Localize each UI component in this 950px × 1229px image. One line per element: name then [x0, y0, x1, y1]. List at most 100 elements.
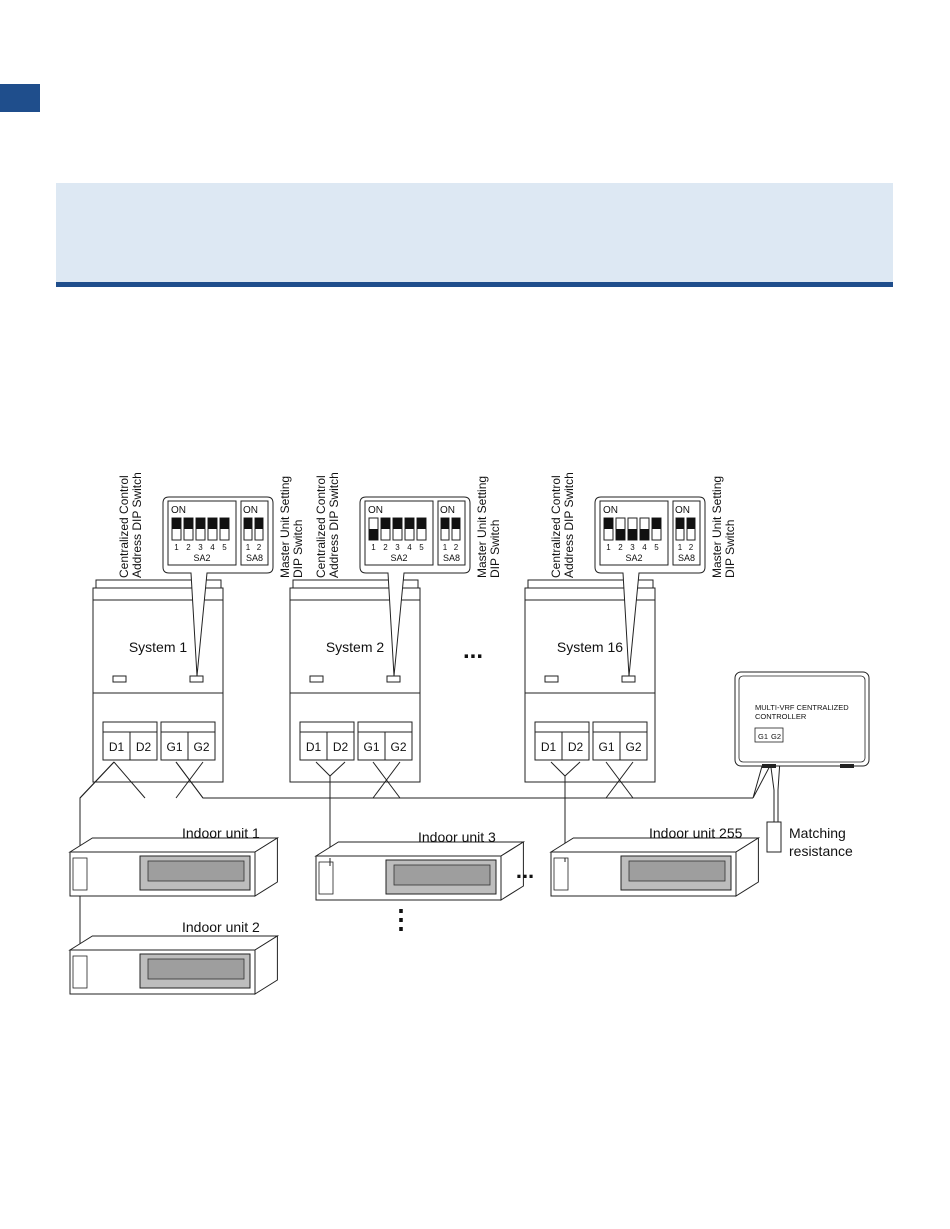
sa8-toggle [676, 518, 684, 529]
indoor-grille-inner [628, 860, 726, 882]
section-tab [0, 84, 40, 112]
terminal-label: D2 [568, 740, 584, 754]
sa2-toggle [172, 518, 181, 529]
sa8-on-label: ON [243, 505, 258, 516]
sa2-name: SA2 [193, 553, 210, 563]
sa2-toggle [208, 518, 217, 529]
sa2-on-label: ON [368, 505, 383, 516]
indoor-label: Indoor unit 2 [182, 919, 260, 935]
centralized-line1: Centralized Control [549, 475, 563, 578]
terminal-block-cover [160, 721, 216, 733]
sa2-number: 4 [407, 543, 412, 552]
sa8-number: 2 [689, 543, 694, 552]
terminal-label: D1 [306, 740, 322, 754]
indoor-connector [318, 861, 334, 895]
indoor-unit-1: Indoor unit 1 [68, 825, 280, 897]
terminal-block-cover [534, 721, 590, 733]
centralized-line2: Address DIP Switch [327, 472, 341, 578]
sa2-number: 4 [642, 543, 647, 552]
indoor-label: Indoor unit 255 [649, 825, 743, 841]
master-line2: DIP Switch [723, 520, 737, 578]
sa8-on-label: ON [675, 505, 690, 516]
sa2-toggle [640, 529, 649, 540]
sa2-toggle [220, 518, 229, 529]
terminal-block-cover [357, 721, 413, 733]
centralized-line1: Centralized Control [314, 475, 328, 578]
centralized-line2: Address DIP Switch [130, 472, 144, 578]
controller-line1: MULTI-VRF CENTRALIZED [755, 703, 849, 712]
terminal-g2 [619, 731, 648, 761]
indicator-led [621, 675, 636, 683]
header-banner [56, 183, 893, 283]
terminal-label: G2 [390, 740, 406, 754]
indoor-connector [553, 857, 569, 891]
sa2-number: 2 [186, 543, 191, 552]
indoor-connector [72, 857, 88, 891]
terminal-block-cover [592, 721, 648, 733]
master-line2: DIP Switch [291, 520, 305, 578]
sa8-name: SA8 [678, 553, 695, 563]
controller-screen [738, 675, 866, 763]
indoor-side [254, 837, 278, 897]
matching-resistor [766, 821, 782, 853]
terminal-label: D2 [136, 740, 152, 754]
indicator-led [189, 675, 204, 683]
sa8-on-label: ON [440, 505, 455, 516]
centralized-controller [734, 671, 870, 767]
sa2-toggle [196, 518, 205, 529]
terminal-label: D1 [541, 740, 557, 754]
sa8-toggle [255, 518, 263, 529]
indoor-unit-3: Indoor unit 3 [314, 829, 526, 901]
sa2-toggle [628, 529, 637, 540]
indoor-connector [72, 955, 88, 989]
terminal-label: G2 [625, 740, 641, 754]
terminal-g2 [187, 731, 216, 761]
unit-top-lip [527, 579, 654, 588]
sa8-name: SA8 [246, 553, 263, 563]
sa8-toggle [687, 518, 695, 529]
system-label: System 2 [326, 639, 385, 655]
sa2-number: 5 [654, 543, 659, 552]
controller-foot [762, 764, 776, 768]
terminal-label: G1 [598, 740, 614, 754]
controller-g1: G1 [758, 732, 768, 741]
indicator-led [112, 675, 127, 683]
sa2-toggle [381, 518, 390, 529]
controller-foot [840, 764, 854, 768]
sa2-toggle [616, 529, 625, 540]
sa8-number: 1 [678, 543, 683, 552]
sa2-number: 4 [210, 543, 215, 552]
sa8-toggle [452, 518, 460, 529]
sa2-toggle [369, 529, 378, 540]
terminal-g2 [384, 731, 413, 761]
sa2-number: 5 [222, 543, 227, 552]
terminal-g1 [160, 731, 189, 761]
master-line1: Master Unit Setting [710, 476, 724, 578]
sa2-number: 1 [606, 543, 611, 552]
sa2-number: 1 [371, 543, 376, 552]
sa8-number: 1 [443, 543, 448, 552]
indicator-led [544, 675, 559, 683]
terminal-label: D1 [109, 740, 125, 754]
indoor-grille-inner [393, 864, 491, 886]
sa2-number: 3 [395, 543, 400, 552]
indoor-side [500, 841, 524, 901]
header-rule [56, 282, 893, 287]
indoor-vertical-dots: ⋮ [388, 904, 414, 934]
sa2-toggle [393, 518, 402, 529]
indicator-led [386, 675, 401, 683]
indoor-label: Indoor unit 1 [182, 825, 260, 841]
system-label: System 16 [557, 639, 623, 655]
indoor-side [735, 837, 759, 897]
systems-ellipsis: ... [463, 637, 483, 664]
indoor-top [68, 935, 280, 951]
sa8-toggle [244, 518, 252, 529]
sa2-on-label: ON [603, 505, 618, 516]
